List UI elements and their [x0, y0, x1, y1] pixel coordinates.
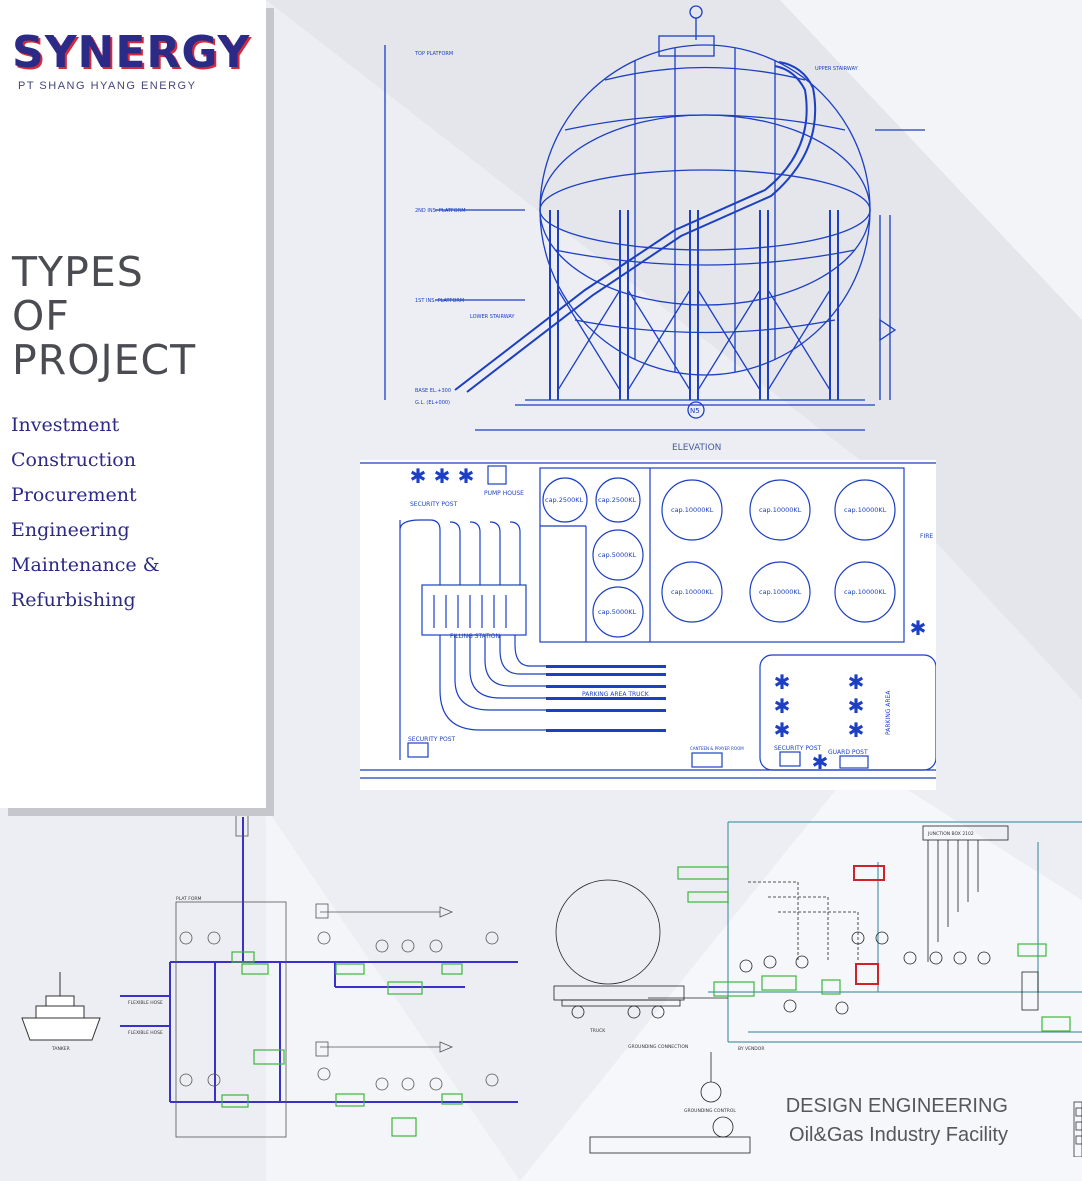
- svg-text:✱: ✱: [910, 618, 927, 640]
- label-security-post-2: SECURITY POST: [408, 736, 456, 743]
- svg-text:✱: ✱: [812, 752, 829, 774]
- label-flexible-hose-2: FLEXIBLE HOSE: [128, 1030, 163, 1036]
- list-item-procurement: Procurement: [11, 484, 137, 506]
- svg-text:✱: ✱: [848, 720, 865, 742]
- label-parking-area: PARKING AREA: [885, 690, 892, 735]
- title-line-1: TYPES: [12, 248, 144, 296]
- svg-text:✱: ✱: [774, 720, 791, 742]
- list-item-refurbishing: Refurbishing: [11, 589, 136, 611]
- tank-label-large-6: cap.10000KL: [844, 588, 887, 596]
- tank-label-large-5: cap.10000KL: [759, 588, 802, 596]
- label-lower-stairway: LOWER STAIRWAY: [470, 314, 515, 320]
- design-caption: DESIGN ENGINEERING Oil&Gas Industry Faci…: [700, 1092, 1008, 1150]
- label-grounding: GROUNDING CONNECTION: [628, 1044, 688, 1050]
- svg-text:✱: ✱: [774, 696, 791, 718]
- label-first-platform: 1ST INS. PLATFORM: [415, 298, 464, 304]
- label-tanker: TANKER: [51, 1046, 70, 1052]
- legend-box: [1073, 1101, 1082, 1157]
- label-vendor: BY VENDOR: [738, 1046, 764, 1052]
- tank-label-small-1: cap.2500KL: [545, 496, 584, 504]
- label-ground-level: G.L. (EL+000): [415, 400, 450, 406]
- sidebar-panel: SYNERGY PT SHANG HYANG ENERGY TYPES OF P…: [0, 0, 266, 808]
- tank-label-large-1: cap.10000KL: [671, 506, 714, 514]
- list-item-maintenance: Maintenance &: [11, 554, 160, 576]
- label-filling-station: FILLING STATION: [450, 633, 500, 640]
- svg-text:✱: ✱: [848, 696, 865, 718]
- sphere-tank-elevation-drawing: TOP PLATFORM UPPER STAIRWAY 2ND INS. PLA…: [384, 5, 925, 453]
- svg-text:✱: ✱: [774, 672, 791, 694]
- svg-text:✱: ✱: [434, 466, 451, 488]
- label-platform: PLAT FORM: [176, 896, 201, 902]
- elevation-title: ELEVATION: [672, 443, 721, 453]
- tank-label-mid-1: cap.5000KL: [598, 551, 637, 559]
- page-title: TYPES OF PROJECT: [12, 250, 196, 382]
- list-item-engineering: Engineering: [11, 519, 130, 541]
- label-fire: FIRE: [920, 533, 933, 540]
- list-item-investment: Investment: [11, 414, 120, 436]
- label-nozzle: N5: [690, 407, 700, 415]
- label-junction-box: JUNCTION BOX 2102: [927, 831, 974, 837]
- company-logo: SYNERGY PT SHANG HYANG ENERGY: [12, 27, 251, 93]
- tanker-ship-icon: [21, 972, 101, 1041]
- svg-text:✱: ✱: [848, 672, 865, 694]
- label-flexible-hose-1: FLEXIBLE HOSE: [128, 1000, 163, 1006]
- label-upper-stairway: UPPER STAIRWAY: [815, 66, 859, 72]
- label-security-post-1: SECURITY POST: [410, 501, 458, 508]
- pid-truck-drawing: JUNCTION BOX 2102 TRUCK BY VENDOR GROUND…: [553, 821, 1082, 1157]
- svg-text:✱: ✱: [410, 466, 427, 488]
- label-grounding-control: GROUNDING CONTROL: [684, 1108, 736, 1114]
- label-truck: TRUCK: [589, 1028, 606, 1034]
- label-security-post-3: SECURITY POST: [774, 745, 822, 752]
- label-mid-platform: 2ND INS. PLATFORM: [415, 208, 466, 214]
- tank-label-large-3: cap.10000KL: [844, 506, 887, 514]
- brand-subtitle: PT SHANG HYANG ENERGY: [18, 80, 197, 92]
- label-base: BASE EL.+300: [415, 388, 451, 394]
- tank-label-large-4: cap.10000KL: [671, 588, 714, 596]
- label-guard-post: GUARD POST: [828, 749, 868, 756]
- brand-name: SYNERGY: [12, 27, 251, 78]
- caption-line-2: Oil&Gas Industry Facility: [789, 1124, 1008, 1146]
- list-item-construction: Construction: [11, 449, 136, 471]
- label-top-platform: TOP PLATFORM: [414, 51, 453, 57]
- tank-label-large-2: cap.10000KL: [759, 506, 802, 514]
- svg-text:✱: ✱: [458, 466, 475, 488]
- project-types-list: Investment Construction Procurement Engi…: [11, 408, 160, 618]
- pid-loading-drawing: PLAT FORM FLEXIBLE HOSE FLEXIBLE HOSE TA…: [21, 812, 518, 1138]
- caption-line-1: DESIGN ENGINEERING: [785, 1095, 1008, 1117]
- label-canteen: CANTEEN & PRAYER ROOM: [690, 746, 744, 751]
- label-pump-house: PUMP HOUSE: [484, 490, 524, 497]
- label-parking-truck: PARKING AREA TRUCK: [582, 691, 650, 698]
- tank-label-small-2: cap.2500KL: [598, 496, 637, 504]
- title-line-3: PROJECT: [12, 336, 197, 384]
- site-plan-drawing: ✱ ✱ ✱ ✱ ✱ ✱ ✱ ✱ ✱ ✱ ✱ PUMP HOUSE SECURIT…: [360, 460, 936, 790]
- tank-label-mid-2: cap.5000KL: [598, 608, 637, 616]
- title-line-2: OF: [12, 292, 70, 340]
